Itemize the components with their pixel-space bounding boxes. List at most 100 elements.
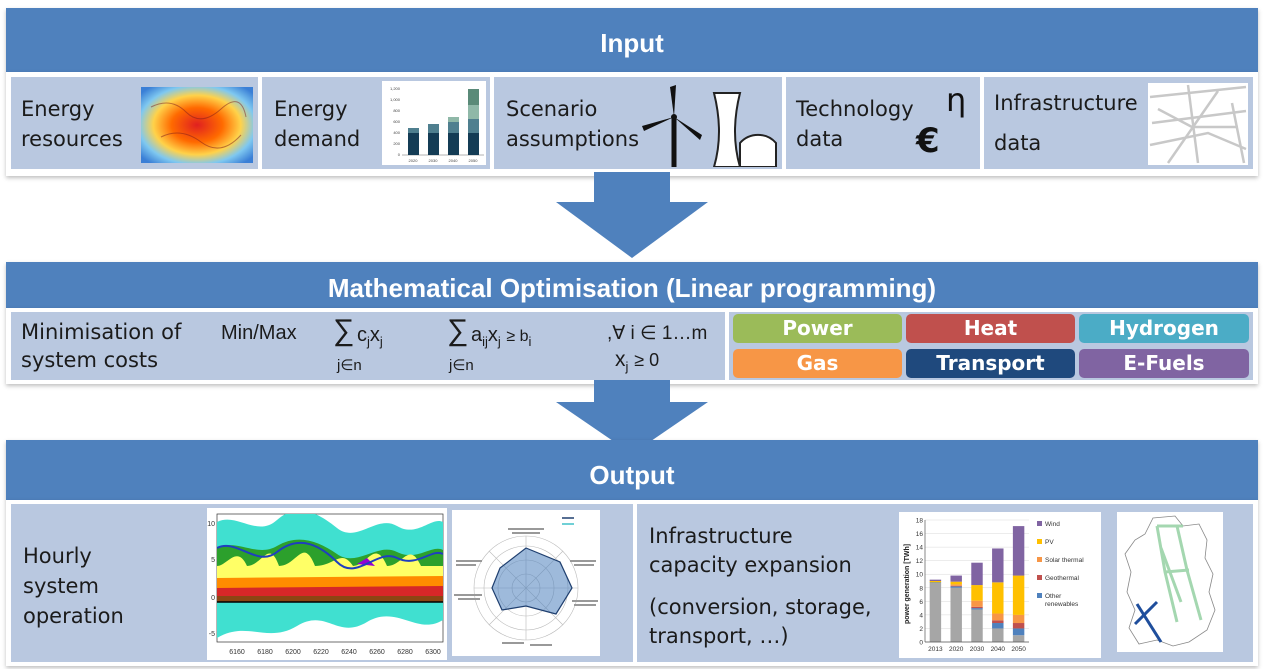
- operation-line3: operation: [23, 604, 124, 628]
- demand-ytick: 400: [393, 130, 400, 135]
- demand-bar-chart-icon: 1,200 1,000 800 600 400 200 0 2020 2030 …: [382, 81, 486, 165]
- gen-xtick: 2040: [991, 646, 1006, 653]
- gen-ytick: 4: [919, 612, 923, 619]
- minimisation-line2: system costs: [21, 348, 159, 372]
- scenario-line2: assumptions: [506, 127, 640, 151]
- input-cell-infrastructure: Infrastructure data: [984, 77, 1253, 169]
- sector-efuels: E-Fuels: [1079, 349, 1249, 378]
- capacity-line2: capacity expansion: [649, 553, 852, 577]
- sector-heat-label: Heat: [963, 316, 1018, 340]
- gen-ylabel: power generation [TWh]: [904, 544, 911, 624]
- gen-xtick: 2030: [970, 646, 985, 653]
- sum-index-1: j∈n: [337, 357, 362, 374]
- input-cell-energy-resources: Energy resources: [11, 77, 258, 169]
- constraint-var-sub: j: [497, 334, 501, 349]
- energy-resources-line1: Energy: [21, 97, 95, 121]
- gen-bar-segment: [971, 585, 983, 601]
- optimisation-header: Mathematical Optimisation (Linear progra…: [6, 262, 1258, 308]
- op-xtick: 6180: [257, 649, 273, 656]
- output-panel: Hourly system operation 10 5 0: [6, 500, 1258, 666]
- output-cell-capacity: Infrastructure capacity expansion (conve…: [637, 504, 1253, 662]
- gen-bar-segment: [929, 581, 942, 583]
- gen-bar-segment: [929, 582, 942, 584]
- gen-bar-segment: [1012, 623, 1025, 629]
- gen-ytick: 10: [916, 572, 924, 579]
- op-xtick: 6260: [369, 649, 385, 656]
- capacity-line1: Infrastructure: [649, 524, 793, 548]
- sum-symbol-2-icon: ∑: [447, 314, 469, 347]
- world-heatmap-icon: [141, 87, 253, 163]
- op-ytick: 5: [211, 557, 215, 564]
- germany-grid-map-icon: [1117, 512, 1223, 652]
- nonneg-rel: ≥ 0: [634, 350, 660, 370]
- demand-ytick: 800: [393, 108, 400, 113]
- objective-cell: Minimisation of system costs Min/Max ∑ c…: [11, 312, 725, 380]
- gen-legend-label: PV: [1045, 539, 1054, 546]
- gen-bar-segment: [992, 620, 1004, 624]
- gen-ytick: 2: [919, 626, 923, 633]
- input-header: Input: [6, 8, 1258, 72]
- sector-gas-label: Gas: [796, 351, 839, 375]
- gen-bar-segment: [971, 606, 983, 609]
- objective-var: x: [369, 324, 380, 346]
- gen-bar-segment: [992, 582, 1004, 614]
- gen-legend-label: Geothermal: [1045, 575, 1080, 582]
- scenario-line1: Scenario: [506, 97, 598, 121]
- technology-line1: Technology: [796, 97, 914, 121]
- minimisation-line1: Minimisation of: [21, 320, 182, 344]
- constraint-rhs-sub: i: [528, 334, 532, 349]
- sector-gas: Gas: [733, 349, 902, 378]
- operation-line1: Hourly: [23, 544, 92, 568]
- gen-bar-segment: [950, 584, 962, 586]
- gen-bar-segment: [992, 628, 1004, 642]
- radar-chart-icon: [452, 510, 600, 656]
- nonneg-sub: j: [625, 359, 629, 375]
- gen-bar-segment: [950, 586, 962, 588]
- gen-legend-label: Wind: [1045, 521, 1060, 528]
- down-arrow-2-icon: [556, 380, 708, 454]
- gen-ytick: 6: [919, 599, 923, 606]
- demand-ytick: 1,000: [390, 97, 401, 102]
- op-ytick: 10: [207, 521, 215, 528]
- op-xtick: 6280: [397, 649, 413, 656]
- gen-legend-swatch: [1037, 521, 1042, 526]
- demand-xtick: 2050: [469, 158, 479, 163]
- op-xtick: 6300: [425, 649, 441, 656]
- op-xtick: 6220: [313, 649, 329, 656]
- sector-power-label: Power: [782, 316, 853, 340]
- input-cell-technology: Technology data η €: [786, 77, 980, 169]
- gen-legend-label: Solar thermal: [1045, 557, 1084, 564]
- operation-line2: system: [23, 574, 99, 598]
- sum-index-2: j∈n: [449, 357, 474, 374]
- gen-bar-segment: [929, 579, 942, 581]
- demand-xtick: 2030: [429, 158, 439, 163]
- gen-ytick: 18: [916, 518, 924, 525]
- optimisation-title: Mathematical Optimisation (Linear progra…: [327, 273, 937, 303]
- gen-bar-segment: [971, 608, 983, 610]
- gen-bar-segment: [1012, 575, 1025, 615]
- objective-coef-sub: j: [367, 334, 370, 349]
- demand-ytick: 1,200: [390, 86, 401, 91]
- power-plant-icon: [712, 92, 777, 167]
- demand-ytick: 200: [393, 141, 400, 146]
- input-title: Input: [600, 28, 664, 58]
- gen-legend-swatch: [1037, 557, 1042, 562]
- output-cell-operation: Hourly system operation 10 5 0: [11, 504, 633, 662]
- gen-bar-segment: [1012, 628, 1025, 636]
- demand-xtick: 2020: [409, 158, 419, 163]
- sum-symbol-icon: ∑: [333, 314, 355, 347]
- wind-turbine-icon: [642, 85, 702, 167]
- gen-bar-segment: [971, 600, 983, 607]
- gen-ytick: 14: [916, 545, 924, 552]
- constraint-var: x: [487, 324, 498, 346]
- infrastructure-line1: Infrastructure: [994, 91, 1138, 115]
- technology-line2: data: [796, 127, 844, 151]
- gen-bar-segment: [950, 581, 962, 585]
- gen-bar-segment: [971, 609, 983, 642]
- objective-coef: c: [357, 324, 367, 346]
- gen-xtick: 2050: [1011, 646, 1026, 653]
- gen-xtick: 2020: [949, 646, 964, 653]
- output-header: Output: [6, 440, 1258, 500]
- sector-transport: Transport: [906, 349, 1075, 378]
- down-arrow-1-icon: [556, 172, 708, 258]
